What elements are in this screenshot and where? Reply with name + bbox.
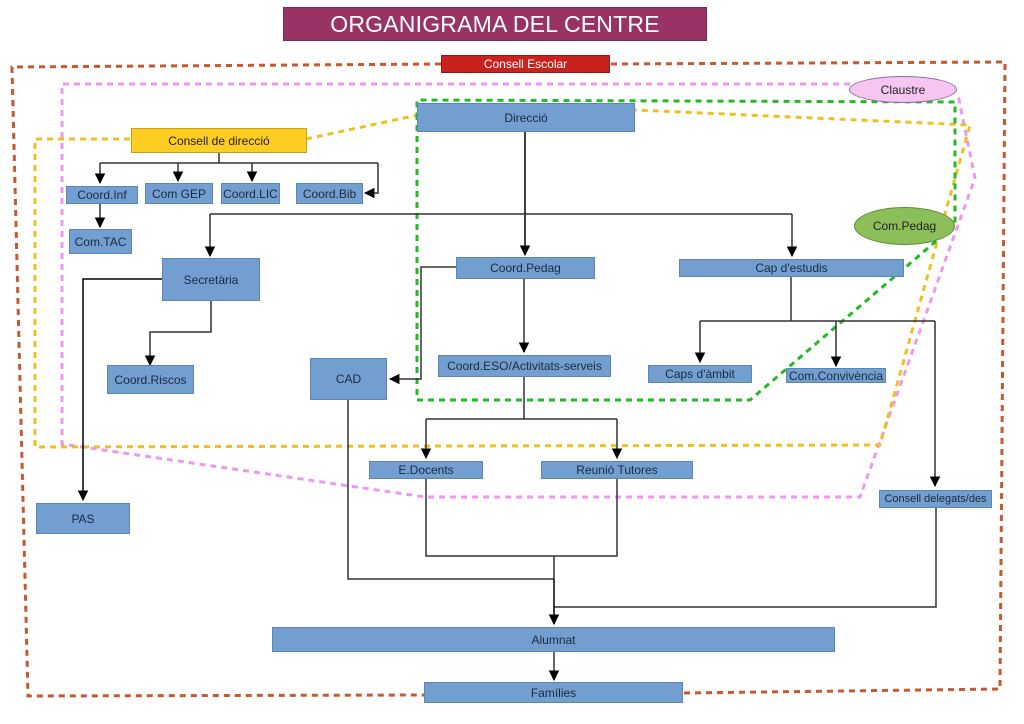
node-cad[interactable]: CAD bbox=[310, 358, 387, 400]
boundary-claustre bbox=[60, 82, 977, 499]
node-com-gep[interactable]: Com GEP bbox=[145, 183, 213, 204]
boundary-consell-escolar bbox=[10, 60, 1007, 698]
node-direccio[interactable]: Direcció bbox=[417, 103, 635, 132]
boundary-com-pedag bbox=[415, 98, 957, 402]
node-coord-lic[interactable]: Coord.LIC bbox=[221, 183, 280, 204]
node-pas[interactable]: PAS bbox=[36, 503, 130, 534]
node-coord-pedag[interactable]: Coord.Pedag bbox=[456, 257, 595, 279]
node-com-convivencia[interactable]: Com.Convivència bbox=[786, 368, 886, 383]
node-e-docents[interactable]: E.Docents bbox=[369, 461, 483, 479]
node-coord-bib[interactable]: Coord.Bib bbox=[296, 183, 363, 204]
node-com-tac[interactable]: Com.TAC bbox=[69, 229, 132, 254]
node-consell-delegats[interactable]: Consell delegats/des bbox=[879, 490, 992, 508]
node-reunio-tutores[interactable]: Reunió Tutores bbox=[541, 461, 693, 479]
node-caps-ambit[interactable]: Caps d'àmbit bbox=[648, 365, 752, 383]
node-families[interactable]: Famílies bbox=[424, 682, 683, 703]
node-coord-inf[interactable]: Coord.Inf bbox=[66, 186, 138, 204]
boundary-consell-direccio bbox=[33, 108, 972, 449]
node-consell-direccio[interactable]: Consell de direcció bbox=[131, 128, 307, 153]
node-coord-eso[interactable]: Coord.ESO/Activitats-serveis bbox=[438, 355, 611, 377]
node-claustre[interactable]: Claustre bbox=[849, 76, 957, 103]
node-alumnat[interactable]: Alumnat bbox=[272, 627, 835, 652]
page-title: ORGANIGRAMA DEL CENTRE bbox=[283, 7, 707, 41]
node-coord-riscos[interactable]: Coord.Riscos bbox=[107, 365, 194, 394]
node-consell-escolar[interactable]: Consell Escolar bbox=[441, 55, 610, 73]
node-com-pedag[interactable]: Com.Pedag bbox=[854, 207, 955, 245]
node-cap-estudis[interactable]: Cap d'estudis bbox=[679, 259, 904, 277]
node-secretaria[interactable]: Secretària bbox=[162, 258, 260, 301]
